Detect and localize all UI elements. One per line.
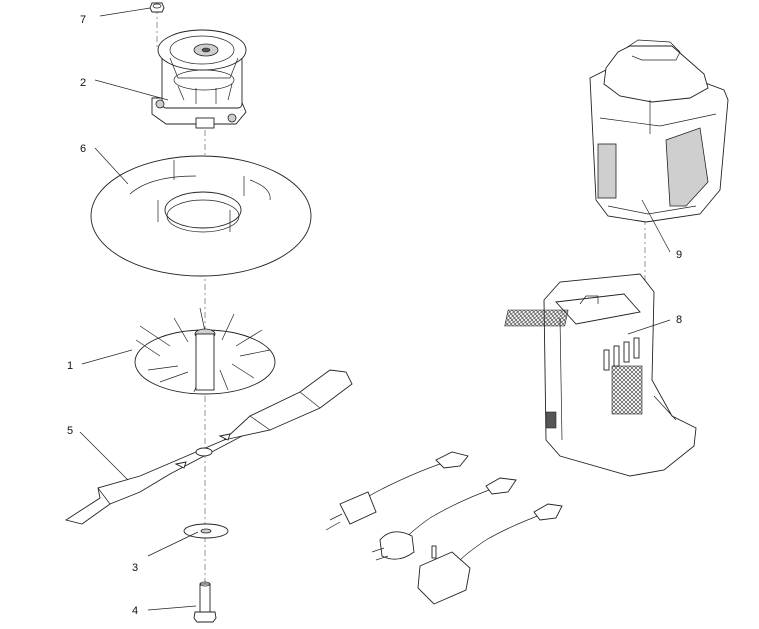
part-washer[interactable] — [183, 523, 229, 539]
callout-9: 9 — [676, 249, 682, 261]
callout-1: 1 — [67, 360, 73, 372]
callout-4: 4 — [132, 605, 138, 617]
part-fan[interactable] — [134, 307, 276, 395]
callout-7: 7 — [80, 14, 86, 26]
power-cords[interactable] — [325, 451, 563, 605]
part-bolt[interactable] — [193, 581, 217, 623]
part-motor[interactable] — [151, 29, 247, 129]
part-nut[interactable] — [149, 2, 165, 13]
callout-6: 6 — [80, 143, 86, 155]
callout-labels: 7 2 6 1 5 3 4 9 8 — [67, 14, 682, 617]
part-deflector-disc[interactable] — [90, 155, 312, 277]
callout-8: 8 — [676, 314, 682, 326]
callout-3: 3 — [132, 562, 138, 574]
callout-5: 5 — [67, 425, 73, 437]
callout-2: 2 — [80, 77, 86, 89]
part-charger[interactable] — [504, 273, 697, 477]
part-blade[interactable] — [64, 369, 353, 525]
callout-leaders — [79, 7, 671, 611]
part-battery[interactable] — [589, 39, 729, 223]
